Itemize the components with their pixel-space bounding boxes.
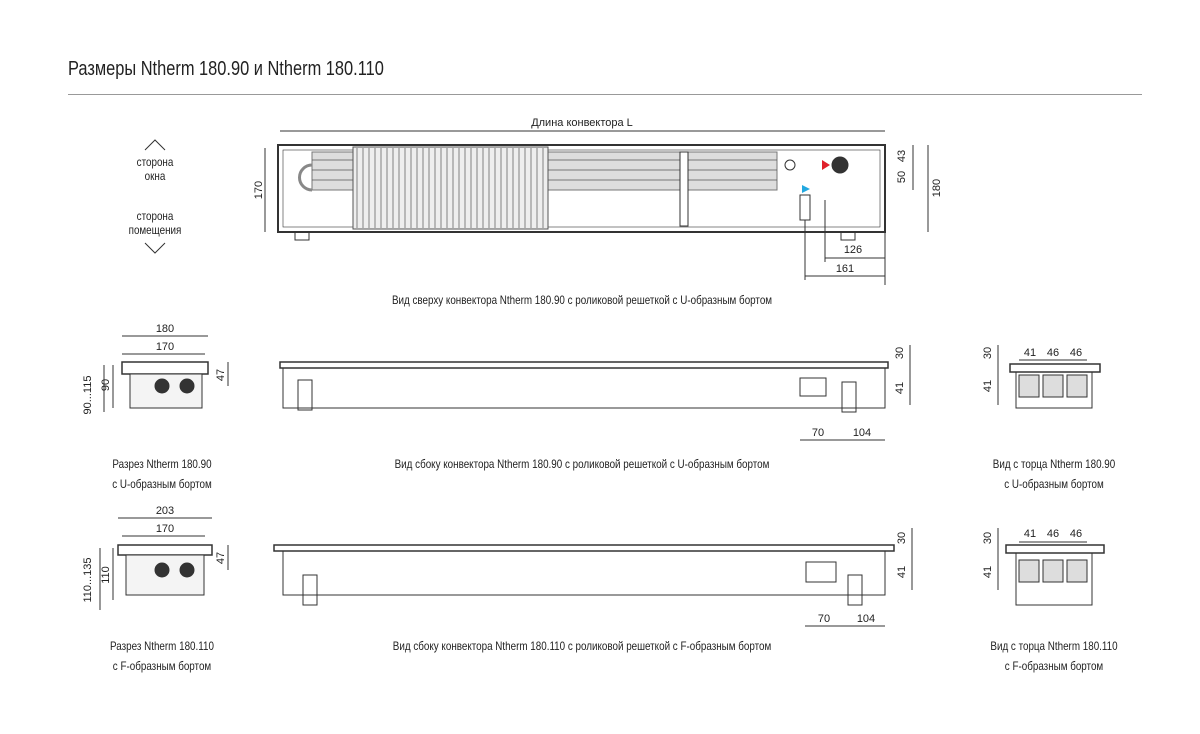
dim-170: 170 — [156, 523, 174, 535]
dim-30: 30 — [896, 532, 908, 544]
dim-41: 41 — [894, 382, 906, 394]
dim-180: 180 — [156, 323, 174, 335]
dim-range: 90...115 — [82, 376, 94, 415]
dim-161: 161 — [836, 263, 854, 275]
side-90-caption: Вид сбоку конвектора Ntherm 180.90 с рол… — [394, 457, 770, 471]
title-divider — [68, 94, 1142, 95]
dim-41: 41 — [1024, 528, 1036, 540]
length-label: Длина конвектора L — [531, 117, 633, 129]
end-110-drawing: 41 46 46 30 41 — [982, 528, 1105, 606]
side-110-caption: Вид сбоку конвектора Ntherm 180.110 с ро… — [392, 639, 772, 653]
dim-46: 46 — [1070, 347, 1082, 359]
dim-47: 47 — [215, 552, 227, 564]
dim-170: 170 — [156, 341, 174, 353]
dim-126: 126 — [844, 244, 862, 256]
dim-41: 41 — [1024, 347, 1036, 359]
dim-70: 70 — [818, 613, 830, 625]
dim-30: 30 — [894, 347, 906, 359]
dim-depth: 110 — [100, 566, 112, 584]
dim-47: 47 — [215, 369, 227, 381]
dim-170: 170 — [253, 181, 265, 199]
dim-46: 46 — [1047, 528, 1059, 540]
dim-104: 104 — [857, 613, 875, 625]
dim-depth: 90 — [100, 379, 112, 391]
section-110-drawing: 203 170 110...135 110 47 — [82, 505, 229, 610]
dim-41: 41 — [982, 380, 994, 392]
section-90-drawing: 180 170 90...115 90 47 — [82, 323, 229, 415]
dim-41: 41 — [896, 566, 908, 578]
side-90-drawing: 70 104 30 41 — [279, 345, 911, 441]
dim-104: 104 — [853, 427, 871, 439]
page-title: Размеры Ntherm 180.90 и Ntherm 180.110 — [68, 58, 384, 80]
dim-30: 30 — [982, 347, 994, 359]
dim-46: 46 — [1070, 528, 1082, 540]
dim-41: 41 — [982, 566, 994, 578]
dim-range: 110...135 — [82, 557, 94, 602]
dim-50: 50 — [896, 171, 908, 183]
top-view-drawing: Длина конвектора L 170 43 50 180 126 161 — [144, 117, 943, 285]
dim-46: 46 — [1047, 347, 1059, 359]
end-90-drawing: 41 46 46 30 41 — [982, 345, 1101, 409]
dim-203: 203 — [156, 505, 174, 517]
side-110-drawing: 70 104 30 41 — [273, 528, 913, 627]
top-view-caption: Вид сверху конвектора Ntherm 180.90 с ро… — [391, 293, 773, 307]
dim-180: 180 — [931, 179, 943, 197]
dim-70: 70 — [812, 427, 824, 439]
dim-30: 30 — [982, 532, 994, 544]
dim-43: 43 — [896, 150, 908, 162]
